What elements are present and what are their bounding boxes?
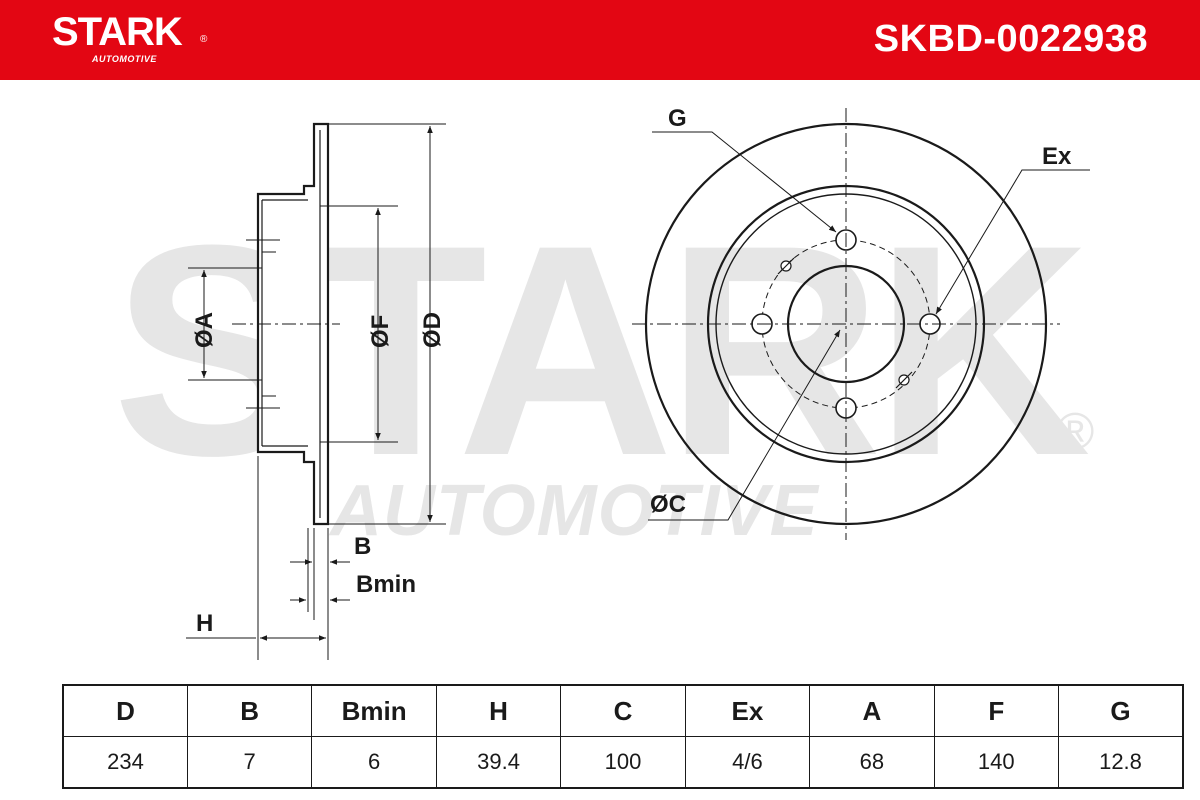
label-f: ØF xyxy=(367,315,394,348)
watermark-sub: AUTOMOTIVE xyxy=(330,471,819,551)
spec-value: 6 xyxy=(311,736,437,788)
leader-ex xyxy=(935,169,1090,315)
side-view xyxy=(186,122,446,660)
label-b: B xyxy=(354,533,371,560)
header-bar: STARK ® AUTOMOTIVE SKBD-0022938 xyxy=(0,0,1200,80)
spec-value: 100 xyxy=(560,736,686,788)
label-g: G xyxy=(668,105,687,132)
brake-disc-drawing: ØA ØF ØD B Bmin H G Ex ØC xyxy=(186,105,1090,660)
watermark-registered-mark: ® xyxy=(1056,403,1095,461)
dimension-f xyxy=(320,205,398,443)
brand-logo: STARK ® AUTOMOTIVE xyxy=(52,10,207,64)
spec-table: D B Bmin H C Ex A F G 234 7 6 39.4 100 4… xyxy=(62,684,1184,789)
spec-value-row: 234 7 6 39.4 100 4/6 68 140 12.8 xyxy=(63,736,1184,788)
front-view xyxy=(632,108,1090,540)
dimension-a xyxy=(188,267,262,381)
label-a: ØA xyxy=(191,312,218,348)
logo-text: STARK xyxy=(52,10,183,54)
logo-subtitle: AUTOMOTIVE xyxy=(92,54,157,64)
spec-header: B xyxy=(187,685,313,737)
spec-value: 68 xyxy=(809,736,935,788)
part-number: SKBD-0022938 xyxy=(873,18,1148,60)
spec-header: A xyxy=(809,685,935,737)
dimension-d xyxy=(328,123,446,525)
spec-header: D xyxy=(63,685,188,737)
label-d: ØD xyxy=(419,312,446,348)
spec-value: 234 xyxy=(63,736,188,788)
spec-header: C xyxy=(560,685,686,737)
spec-header: Ex xyxy=(685,685,811,737)
spec-value: 140 xyxy=(934,736,1060,788)
spec-value: 7 xyxy=(187,736,313,788)
label-bmin: Bmin xyxy=(356,571,416,598)
spec-value: 4/6 xyxy=(685,736,811,788)
locating-hole xyxy=(895,371,913,389)
locating-hole xyxy=(777,257,795,275)
dimension-bmin xyxy=(290,528,350,612)
leader-c xyxy=(648,329,841,521)
label-c: ØC xyxy=(650,491,686,518)
leader-g xyxy=(652,131,837,233)
spec-header: F xyxy=(934,685,1060,737)
spec-header: G xyxy=(1058,685,1184,737)
spec-value: 12.8 xyxy=(1058,736,1184,788)
spec-value: 39.4 xyxy=(436,736,562,788)
spec-header: Bmin xyxy=(311,685,437,737)
logo-registered-mark: ® xyxy=(200,34,208,45)
label-ex: Ex xyxy=(1042,143,1072,170)
dimension-b xyxy=(290,528,350,660)
label-h: H xyxy=(196,610,213,637)
spec-header-row: D B Bmin H C Ex A F G xyxy=(63,685,1184,737)
spec-header: H xyxy=(436,685,562,737)
dimension-h xyxy=(186,456,326,660)
